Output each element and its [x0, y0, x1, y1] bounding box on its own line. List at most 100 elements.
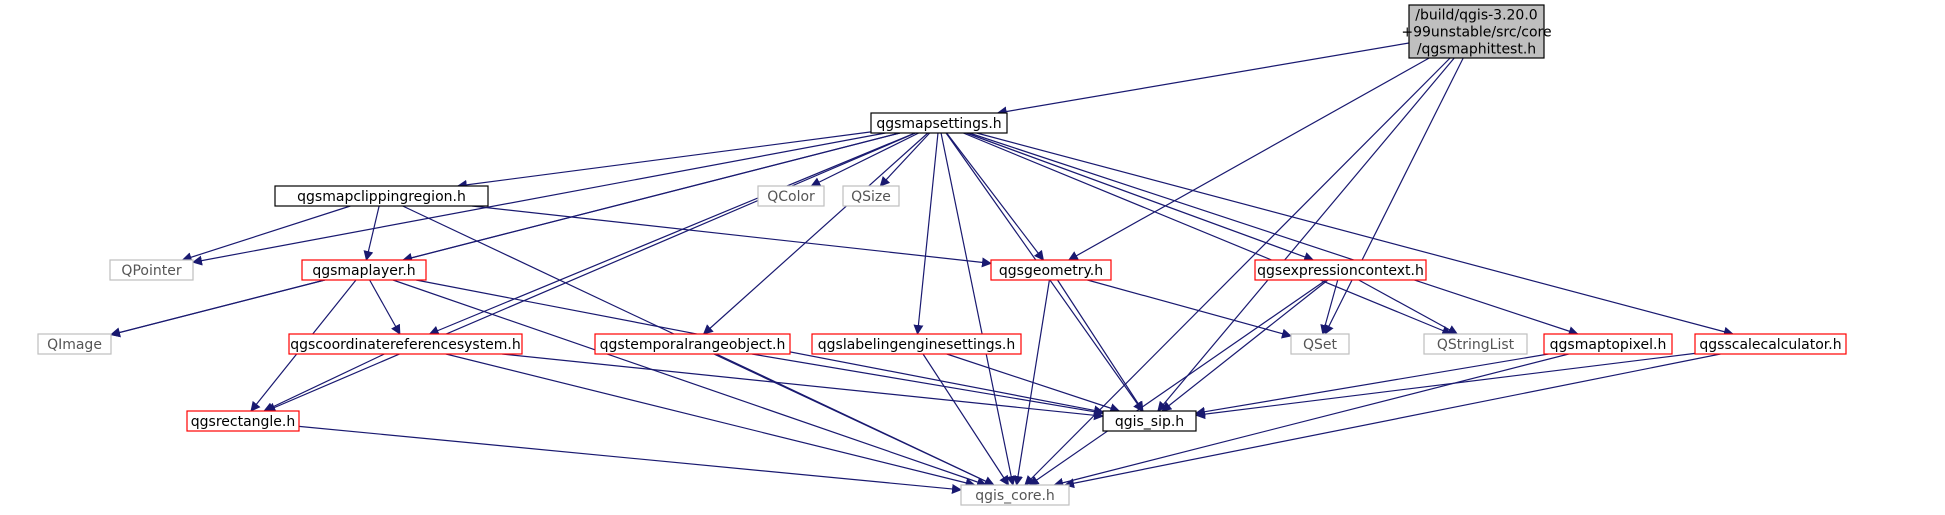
- node-maptopixel[interactable]: qgsmaptopixel.h: [1543, 333, 1673, 355]
- edge-crs-to-core: [445, 353, 976, 488]
- node-temporal[interactable]: qgstemporalrangeobject.h: [594, 333, 791, 355]
- node-box-scalecalc: [1694, 333, 1847, 355]
- node-label-rectangle: qgsrectangle.h: [191, 414, 295, 430]
- node-label-qimage: QImage: [47, 337, 102, 353]
- node-mapsettings[interactable]: qgsmapsettings.h: [870, 112, 1008, 134]
- node-maplayer[interactable]: qgsmaplayer.h: [301, 259, 427, 281]
- node-label-maptopixel: qgsmaptopixel.h: [1550, 337, 1667, 353]
- node-qsize[interactable]: QSize: [842, 185, 900, 207]
- node-box-qstringlist: [1423, 333, 1528, 355]
- node-box-qsize: [842, 185, 900, 207]
- node-box-qset: [1290, 333, 1350, 355]
- edge-scalecalc-to-sip: [1195, 352, 1696, 420]
- node-box-qimage: [37, 333, 112, 355]
- node-qstringlist[interactable]: QStringList: [1423, 333, 1528, 355]
- edge-mapsettings-to-labeling: [913, 132, 939, 335]
- node-labeling[interactable]: qgslabelingenginesettings.h: [811, 333, 1022, 355]
- edge-exprctx-to-sip: [1161, 279, 1329, 412]
- node-label-mapsettings: qgsmapsettings.h: [876, 116, 1001, 132]
- node-box-clipping: [274, 185, 489, 207]
- node-label-core: qgis_core.h: [975, 488, 1055, 504]
- edge-maptopixel-to-core: [1053, 353, 1569, 488]
- node-qpointer[interactable]: QPointer: [109, 259, 194, 281]
- node-label-root: +99unstable/src/core: [1401, 25, 1551, 41]
- edge-labeling-to-sip: [946, 353, 1121, 413]
- node-label-temporal: qgstemporalrangeobject.h: [600, 337, 786, 353]
- node-box-rectangle: [186, 410, 300, 432]
- node-label-qstringlist: QStringList: [1437, 337, 1515, 353]
- node-box-exprctx: [1254, 259, 1427, 281]
- edge-exprctx-to-qstringlist: [1358, 279, 1459, 335]
- node-label-qcolor: QColor: [767, 189, 815, 205]
- node-label-crs: qgscoordinatereferencesystem.h: [290, 337, 521, 353]
- edge-geometry-to-qset: [1087, 279, 1292, 339]
- edge-root-to-qset: [1324, 57, 1464, 335]
- node-label-geometry: qgsgeometry.h: [999, 263, 1103, 279]
- edge-labeling-to-core: [922, 353, 1010, 486]
- edge-mapsettings-to-maptopixel: [969, 132, 1579, 336]
- node-box-temporal: [594, 333, 791, 355]
- edge-maplayer-to-qimage: [110, 279, 326, 338]
- node-box-crs: [288, 333, 523, 355]
- node-scalecalc[interactable]: qgsscalecalculator.h: [1694, 333, 1847, 355]
- edge-clipping-to-qpointer: [181, 205, 351, 263]
- node-box-maptopixel: [1543, 333, 1673, 355]
- node-label-maplayer: qgsmaplayer.h: [312, 263, 415, 279]
- edge-maplayer-to-core: [392, 279, 988, 487]
- node-geometry[interactable]: qgsgeometry.h: [990, 259, 1112, 281]
- node-core[interactable]: qgis_core.h: [960, 484, 1070, 506]
- node-box-geometry: [990, 259, 1112, 281]
- node-label-labeling: qgslabelingenginesettings.h: [818, 337, 1015, 353]
- node-clipping[interactable]: qgsmapclippingregion.h: [274, 185, 489, 207]
- node-label-exprctx: qgsexpressioncontext.h: [1257, 263, 1424, 279]
- edge-mapsettings-to-geometry: [946, 132, 1044, 261]
- node-label-sip: qgis_sip.h: [1115, 414, 1184, 430]
- node-label-qset: QSet: [1303, 337, 1338, 353]
- edge-temporal-to-sip: [751, 353, 1104, 417]
- node-rectangle[interactable]: qgsrectangle.h: [186, 410, 300, 432]
- node-root[interactable]: /build/qgis-3.20.0+99unstable/src/core/q…: [1401, 4, 1552, 59]
- edge-temporal-to-core: [713, 353, 995, 486]
- edge-mapsettings-to-crs: [428, 132, 916, 336]
- edge-crs-to-sip: [502, 353, 1104, 421]
- node-label-qpointer: QPointer: [121, 263, 181, 279]
- edge-crs-to-rectangle: [263, 353, 385, 412]
- node-crs[interactable]: qgscoordinatereferencesystem.h: [288, 333, 523, 355]
- node-box-root: [1408, 4, 1545, 59]
- node-box-maplayer: [301, 259, 427, 281]
- node-label-root: /build/qgis-3.20.0: [1415, 8, 1537, 24]
- edge-geometry-to-sip: [1057, 279, 1144, 412]
- edge-root-to-sip: [1157, 57, 1455, 412]
- edge-mapsettings-to-scalecalc: [976, 132, 1734, 337]
- edge-mapsettings-to-rectangle: [265, 132, 916, 413]
- edge-mapsettings-to-exprctx: [966, 132, 1315, 262]
- node-box-mapsettings: [870, 112, 1008, 134]
- edge-root-to-mapsettings: [996, 42, 1410, 117]
- edge-mapsettings-to-core: [940, 132, 1017, 486]
- edge-mapsettings-to-qstringlist: [963, 132, 1453, 336]
- edge-mapsettings-to-clipping: [456, 131, 872, 190]
- node-qcolor[interactable]: QColor: [757, 185, 825, 207]
- node-label-qsize: QSize: [851, 189, 891, 205]
- edge-clipping-to-maplayer: [363, 205, 380, 261]
- node-qset[interactable]: QSet: [1290, 333, 1350, 355]
- node-box-qcolor: [757, 185, 825, 207]
- edge-mapsettings-to-temporal: [702, 132, 929, 335]
- node-sip[interactable]: qgis_sip.h: [1102, 410, 1197, 432]
- edge-mapsettings-to-qcolor: [810, 132, 919, 187]
- edge-rectangle-to-core: [298, 425, 962, 494]
- edges-layer: [110, 42, 1734, 494]
- edge-clipping-to-geometry: [471, 205, 992, 268]
- edge-exprctx-to-qset: [1320, 279, 1339, 335]
- edge-exprctx-to-core: [1028, 279, 1327, 486]
- node-label-root: /qgsmaphittest.h: [1417, 42, 1536, 58]
- edge-scalecalc-to-core: [1064, 353, 1721, 489]
- node-box-labeling: [811, 333, 1022, 355]
- node-qimage[interactable]: QImage: [37, 333, 112, 355]
- node-exprctx[interactable]: qgsexpressioncontext.h: [1254, 259, 1427, 281]
- edge-root-to-geometry: [1067, 57, 1430, 261]
- node-label-clipping: qgsmapclippingregion.h: [297, 189, 466, 205]
- edge-mapsettings-to-qsize: [879, 132, 931, 187]
- node-box-core: [960, 484, 1070, 506]
